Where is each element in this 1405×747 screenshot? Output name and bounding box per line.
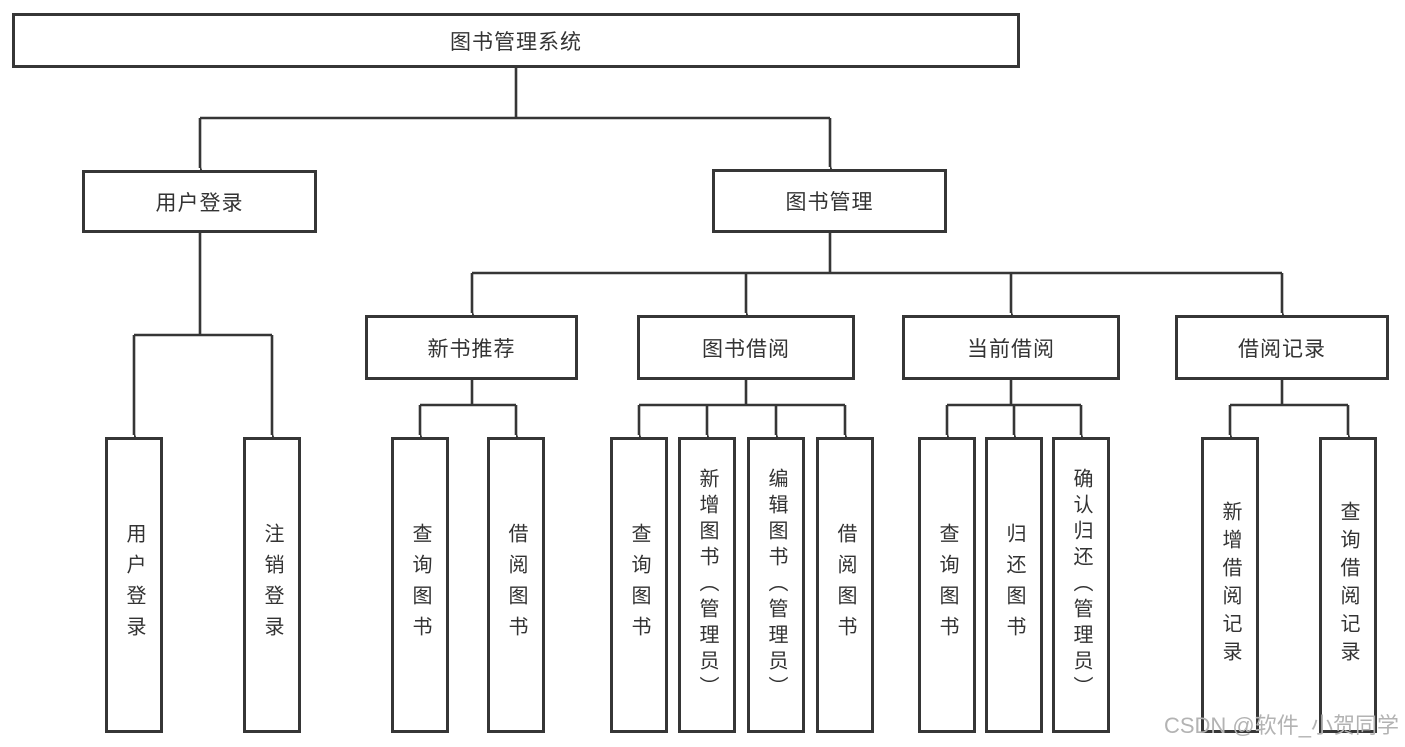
leaf-user-login: 用户登录 <box>105 437 163 733</box>
connector-mgmt-to-level3 <box>470 233 1282 313</box>
leaf-newbook-query: 查询图书 <box>391 437 449 733</box>
connector-current-to-leaves <box>945 380 1081 435</box>
node-book-borrow: 图书借阅 <box>637 315 855 380</box>
connector-login-to-leaves <box>132 233 272 435</box>
leaf-borrow-add-admin: 新增图书（管理员） <box>678 437 736 733</box>
leaf-current-return-label: 归还图书 <box>1003 523 1025 647</box>
connector-borrow-to-leaves <box>637 380 845 435</box>
leaf-records-query: 查询借阅记录 <box>1319 437 1377 733</box>
connector-newbook-to-leaves <box>418 380 516 435</box>
leaf-records-add: 新增借阅记录 <box>1201 437 1259 733</box>
leaf-current-confirm-admin-label: 确认归还（管理员） <box>1070 468 1092 702</box>
leaf-logout-label: 注销登录 <box>261 523 283 647</box>
node-root-system-label: 图书管理系统 <box>450 30 582 54</box>
node-book-management-label: 图书管理 <box>785 191 874 214</box>
leaf-borrow-add-admin-label: 新增图书（管理员） <box>696 468 718 702</box>
node-new-book-recommend-label: 新书推荐 <box>427 337 516 361</box>
connector-records-to-leaves <box>1228 380 1348 435</box>
leaf-borrow-borrow: 借阅图书 <box>816 437 874 733</box>
leaf-logout: 注销登录 <box>243 437 301 733</box>
node-book-management: 图书管理 <box>712 169 947 233</box>
leaf-newbook-borrow-label: 借阅图书 <box>505 523 527 647</box>
node-borrow-records: 借阅记录 <box>1175 315 1389 380</box>
leaf-borrow-edit-admin-label: 编辑图书（管理员） <box>765 468 787 702</box>
node-user-login-label: 用户登录 <box>155 191 244 215</box>
leaf-borrow-borrow-label: 借阅图书 <box>834 523 856 647</box>
node-user-login: 用户登录 <box>82 170 317 233</box>
node-book-borrow-label: 图书借阅 <box>702 337 790 361</box>
leaf-newbook-query-label: 查询图书 <box>409 523 431 647</box>
leaf-records-query-label: 查询借阅记录 <box>1337 501 1359 669</box>
node-root-system: 图书管理系统 <box>12 13 1020 68</box>
node-current-borrow-label: 当前借阅 <box>967 337 1055 361</box>
leaf-current-confirm-admin: 确认归还（管理员） <box>1052 437 1110 733</box>
leaf-borrow-edit-admin: 编辑图书（管理员） <box>747 437 805 733</box>
node-new-book-recommend: 新书推荐 <box>365 315 578 380</box>
node-current-borrow: 当前借阅 <box>902 315 1120 380</box>
node-borrow-records-label: 借阅记录 <box>1238 337 1326 361</box>
leaf-borrow-query-label: 查询图书 <box>628 523 650 647</box>
leaf-current-query-label: 查询图书 <box>936 523 958 647</box>
leaf-newbook-borrow: 借阅图书 <box>487 437 545 733</box>
connector-root-to-level2 <box>198 68 830 170</box>
leaf-records-add-label: 新增借阅记录 <box>1219 501 1241 669</box>
csdn-watermark: CSDN @软件_小贺同学 <box>1163 713 1399 738</box>
leaf-current-return: 归还图书 <box>985 437 1043 733</box>
leaf-current-query: 查询图书 <box>918 437 976 733</box>
leaf-borrow-query: 查询图书 <box>610 437 668 733</box>
leaf-user-login-label: 用户登录 <box>123 523 145 647</box>
